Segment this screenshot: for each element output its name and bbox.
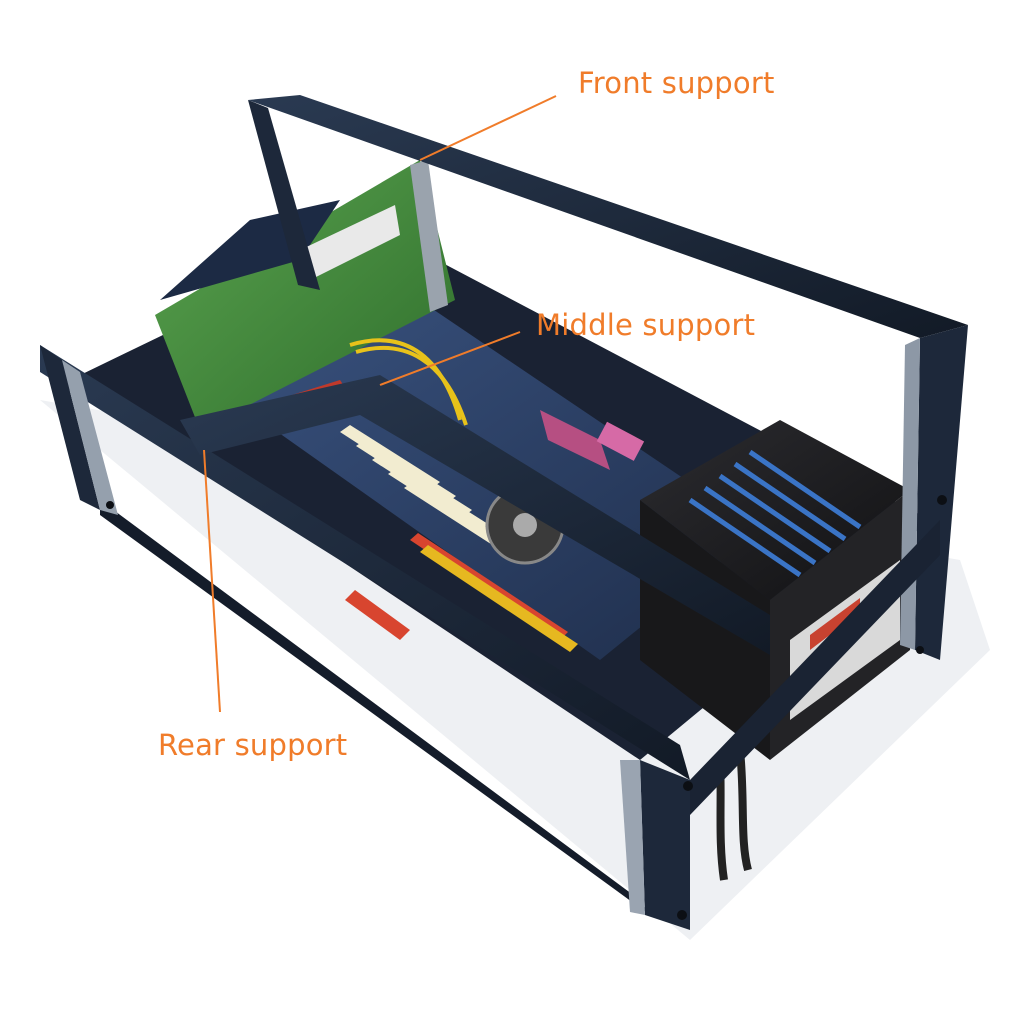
front-support-pointer (419, 95, 557, 161)
middle-support-pointer (379, 331, 521, 386)
frame-right-post (640, 760, 690, 930)
ide-slot (345, 590, 410, 640)
rear-support-pointer (203, 449, 221, 713)
frame-bottom-bar (100, 500, 650, 915)
serial-port (596, 421, 645, 461)
front-support-right-post (915, 325, 968, 660)
frame-left-post (40, 345, 100, 510)
pcie-slots (340, 425, 504, 546)
power-supply (640, 420, 910, 600)
memory-slots (410, 533, 578, 652)
frame-right-rail (690, 520, 940, 815)
io-ports (540, 410, 610, 470)
front-support-label: Front support (578, 66, 775, 100)
psu-fan-grille (688, 449, 862, 578)
rear-support-label: Rear support (158, 728, 348, 762)
gpu-power-cables (349, 338, 468, 426)
gpu-bracket (410, 160, 448, 312)
middle-support-label: Middle support (536, 308, 756, 342)
callout-lines (203, 95, 557, 713)
frame-bolts (106, 495, 947, 920)
gpu-sticker (300, 205, 400, 282)
front-support-left-post (248, 100, 320, 290)
